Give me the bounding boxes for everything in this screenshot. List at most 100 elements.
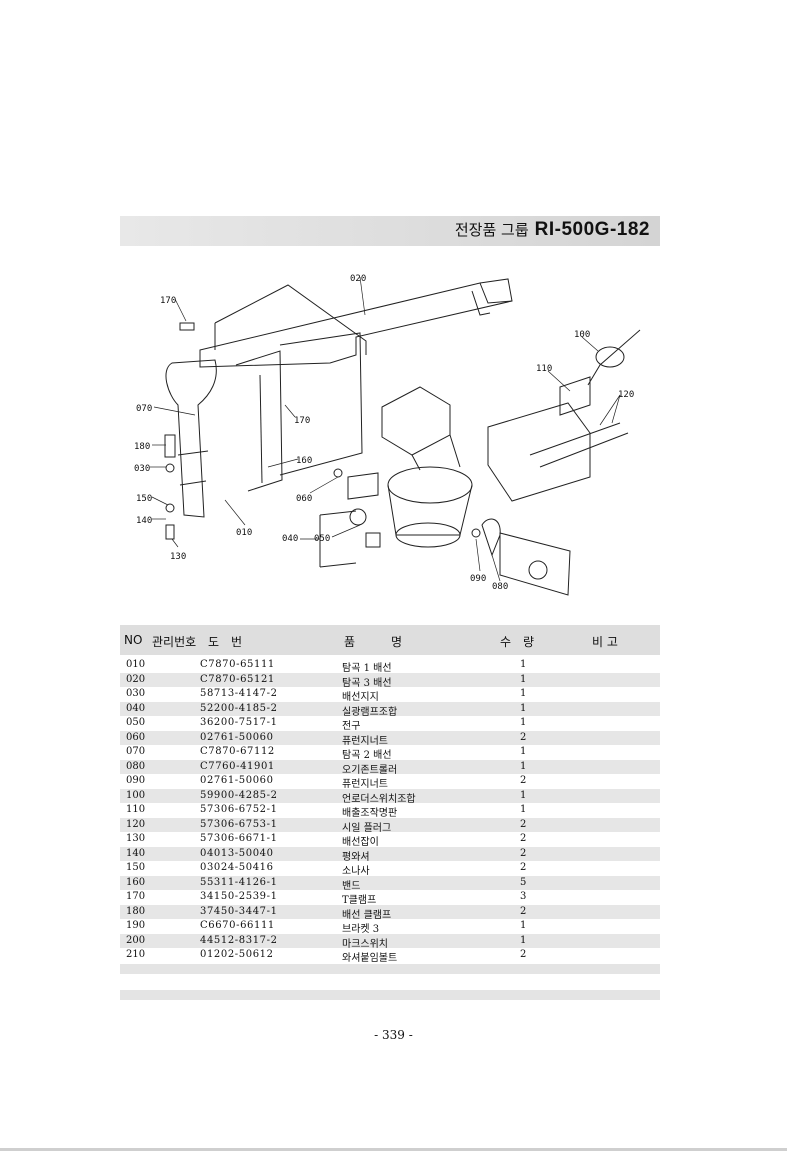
label-070: 070 (136, 404, 152, 414)
cell-drawing: C7870-65121 (200, 673, 275, 685)
cell-drawing: 52200-4185-2 (200, 702, 278, 714)
cell-name: 소나사 (342, 866, 370, 877)
cell-no: 080 (126, 760, 146, 772)
cell-name: 배선잡이 (342, 837, 379, 848)
col-mgmt: 관리번호 (152, 635, 197, 649)
cell-name: 브라켓 3 (342, 924, 380, 935)
cell-qty: 2 (520, 905, 527, 917)
table-row: 120 57306-6753-1 시일 플러그 2 (120, 817, 660, 834)
cell-no: 090 (126, 775, 146, 786)
cell-qty: 2 (520, 862, 527, 873)
cell-drawing: 57306-6671-1 (200, 833, 278, 844)
cell-name: 퓨런지너트 (342, 735, 388, 747)
parts-table-header: NO 관리번호 도 번 품 명 수 량 비 고 (120, 625, 660, 655)
col-name: 품 명 (344, 635, 403, 649)
cell-no: 040 (126, 702, 146, 714)
cell-name: 탐곡 3 배선 (342, 677, 392, 689)
label-180: 180 (134, 442, 150, 452)
cell-name: 배선 클램프 (342, 909, 392, 921)
label-110: 110 (536, 364, 552, 374)
cell-qty: 1 (520, 934, 527, 946)
cell-name: 탐곡 2 배선 (342, 750, 392, 761)
cell-drawing: 01202-50612 (200, 949, 274, 960)
cell-no: 160 (126, 876, 146, 888)
cell-drawing: 04013-50040 (200, 847, 274, 859)
cell-qty: 2 (520, 949, 527, 960)
cell-drawing: 57306-6752-1 (200, 804, 278, 815)
cell-qty: 3 (520, 891, 527, 902)
label-120: 120 (618, 390, 634, 400)
table-row: 020 C7870-65121 탐곡 3 배선 1 (120, 672, 660, 689)
label-140: 140 (136, 516, 152, 526)
cell-name: 언로더스위치조합 (342, 793, 416, 805)
cell-qty: 2 (520, 847, 527, 859)
table-row: 040 52200-4185-2 실광램프조합 1 (120, 701, 660, 718)
cell-name: 마크스위치 (342, 938, 388, 950)
cell-no: 140 (126, 847, 146, 859)
cell-qty: 1 (520, 746, 527, 757)
cell-name: 평와셔 (342, 851, 370, 863)
cell-drawing: 37450-3447-1 (200, 905, 278, 917)
table-row: 140 04013-50040 평와셔 2 (120, 846, 660, 863)
cell-no: 200 (126, 934, 146, 946)
cell-no: 150 (126, 862, 146, 873)
label-090: 090 (470, 574, 486, 584)
table-row: 180 37450-3447-1 배선 클램프 2 (120, 904, 660, 921)
label-130: 130 (170, 552, 186, 562)
cell-name: 오기존트롤러 (342, 764, 398, 776)
exploded-parts-diagram: 020 170 100 110 120 070 170 180 160 030 … (134, 274, 641, 596)
model-code: RI-500G-182 (534, 219, 650, 240)
col-drawing: 도 번 (208, 635, 243, 649)
cell-no: 060 (126, 731, 146, 743)
cell-no: 110 (126, 804, 146, 815)
cell-qty: 1 (520, 673, 527, 685)
group-name: 전장품 그룹 (454, 221, 529, 239)
cell-name: 탐곡 1 배선 (342, 663, 392, 674)
cell-drawing: C7870-67112 (200, 746, 275, 757)
cell-no: 180 (126, 905, 146, 917)
cell-qty: 2 (520, 818, 527, 830)
cell-name: 실광램프조합 (342, 706, 398, 718)
header-bar: 전장품 그룹 RI-500G-182 (120, 216, 660, 246)
cell-no: 120 (126, 818, 146, 830)
table-row: 030 58713-4147-2 배선지지 1 (120, 687, 660, 703)
label-030: 030 (134, 464, 150, 474)
col-remark: 비 고 (592, 635, 618, 649)
cell-qty: 1 (520, 702, 527, 714)
cell-drawing: C7760-41901 (200, 760, 275, 772)
cell-drawing: 44512-8317-2 (200, 934, 278, 946)
footer-bar (120, 964, 660, 974)
label-150: 150 (136, 494, 152, 504)
cell-no: 130 (126, 833, 146, 844)
cell-name: 밴드 (342, 880, 361, 892)
cell-no: 050 (126, 717, 146, 728)
label-100: 100 (574, 330, 590, 340)
cell-no: 030 (126, 688, 146, 699)
label-160: 160 (296, 456, 312, 466)
page-number: - 339 - (374, 1028, 413, 1042)
cell-drawing: 58713-4147-2 (200, 688, 278, 699)
label-040: 040 (282, 534, 298, 544)
cell-name: 전구 (342, 721, 361, 732)
cell-name: 배출조작명판 (342, 808, 398, 819)
label-050: 050 (314, 534, 330, 544)
cell-drawing: 02761-50060 (200, 731, 274, 743)
cell-qty: 1 (520, 717, 527, 728)
cell-drawing: 57306-6753-1 (200, 818, 278, 830)
cell-qty: 1 (520, 688, 527, 699)
cell-name: 배선지지 (342, 692, 379, 703)
bottom-divider (0, 1148, 787, 1151)
cell-drawing: 55311-4126-1 (200, 876, 278, 888)
cell-drawing: 36200-7517-1 (200, 717, 278, 728)
cell-name: 시일 플러그 (342, 822, 392, 834)
cell-no: 100 (126, 789, 146, 801)
cell-no: 020 (126, 673, 146, 685)
label-060: 060 (296, 494, 312, 504)
